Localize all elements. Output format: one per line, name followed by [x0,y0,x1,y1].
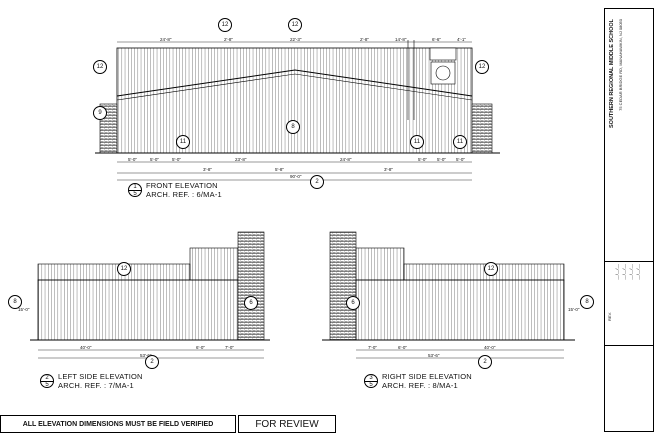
left-side-elevation [30,231,270,359]
dim-height: 15'-0" [18,307,30,312]
detail-tag-bubble: 12 [117,262,131,276]
view-title: LEFT SIDE ELEVATION [58,372,143,381]
dim-text: 24'-8" [160,37,172,42]
dim-text: 5'-0" [437,157,446,162]
detail-tag-bubble: 2 [310,175,324,189]
dim-height: 15'-0" [568,307,580,312]
detail-tag-bubble: 12 [484,262,498,276]
project-name: SOUTHERN REGIONAL MIDDLE SCHOOL [609,19,615,128]
detail-tag-bubble: 11 [410,135,424,149]
view-reference: ARCH. REF. : 8/MA-1 [382,381,458,390]
view-title: FRONT ELEVATION [146,181,218,190]
detail-tag-bubble: 6 [346,296,360,310]
dim-text: 2'-8" [360,37,369,42]
dim-text: 40'-0" [80,345,92,350]
dim-text: 14'-8" [395,37,407,42]
dim-text: 22'-3" [290,37,302,42]
detail-tag-bubble: 2 [145,355,159,369]
detail-tag-bubble: 12 [218,18,232,32]
dim-text: 6'-0" [196,345,205,350]
title-block: SOUTHERN REGIONAL MIDDLE SCHOOL 75 CEDAR… [604,8,654,432]
dim-text: 6'-6" [432,37,441,42]
dim-text: 2'-8" [224,37,233,42]
dim-overall: 90'-0" [290,174,302,179]
dim-text: 4'-1" [457,37,466,42]
project-address: 75 CEDAR BRIDGE RD, MANAHAWKIN, NJ 08050 [618,19,623,111]
dim-text: 3'-8" [384,167,393,172]
view-reference: ARCH. REF. : 7/MA-1 [58,381,134,390]
rev-date: __/__/__ [628,264,633,280]
rev-date: __/__/__ [614,264,619,280]
dim-text: 23'-8" [235,157,247,162]
rev-date: __/__/__ [621,264,626,280]
dim-text: 5'-0" [128,157,137,162]
dim-overall: 53'-6" [140,353,152,358]
detail-tag-bubble: 8 [580,295,594,309]
view-reference: ARCH. REF. : 6/MA-1 [146,190,222,199]
detail-tag-bubble: 11 [176,135,190,149]
detail-tag-bubble: 6 [244,296,258,310]
revision-table: REV. __/__/__ __/__/__ __/__/__ __/__/__ [605,261,653,352]
dim-text: 40'-0" [484,345,496,350]
dim-text: 6'-0" [398,345,407,350]
dim-text: 5'-0" [418,157,427,162]
dim-text: 7'-0" [368,345,377,350]
dim-text: 24'-8" [340,157,352,162]
dim-text: 5'-8" [275,167,284,172]
dim-text: 5'-0" [172,157,181,162]
dim-text: 5'-0" [150,157,159,162]
detail-tag-bubble: 12 [475,60,489,74]
detail-tag-bubble: 8 [286,120,300,134]
rev-date: __/__/__ [635,264,640,280]
title-block-divider [605,345,653,346]
rev-header: REV. [607,312,612,321]
view-title: RIGHT SIDE ELEVATION [382,372,472,381]
detail-tag-bubble: 9 [93,106,107,120]
review-status: FOR REVIEW [238,415,336,433]
field-verify-notice: ALL ELEVATION DIMENSIONS MUST BE FIELD V… [0,415,236,433]
front-elevation [95,40,500,181]
detail-tag-bubble: 11 [453,135,467,149]
detail-tag-bubble: 2 [478,355,492,369]
detail-tag-bubble: 8 [8,295,22,309]
right-side-elevation [322,231,575,359]
dim-text: 3'-8" [203,167,212,172]
dim-overall: 53'-6" [428,353,440,358]
dim-text: 7'-0" [225,345,234,350]
detail-tag-bubble: 12 [288,18,302,32]
dim-text: 5'-0" [456,157,465,162]
detail-tag-bubble: 12 [93,60,107,74]
